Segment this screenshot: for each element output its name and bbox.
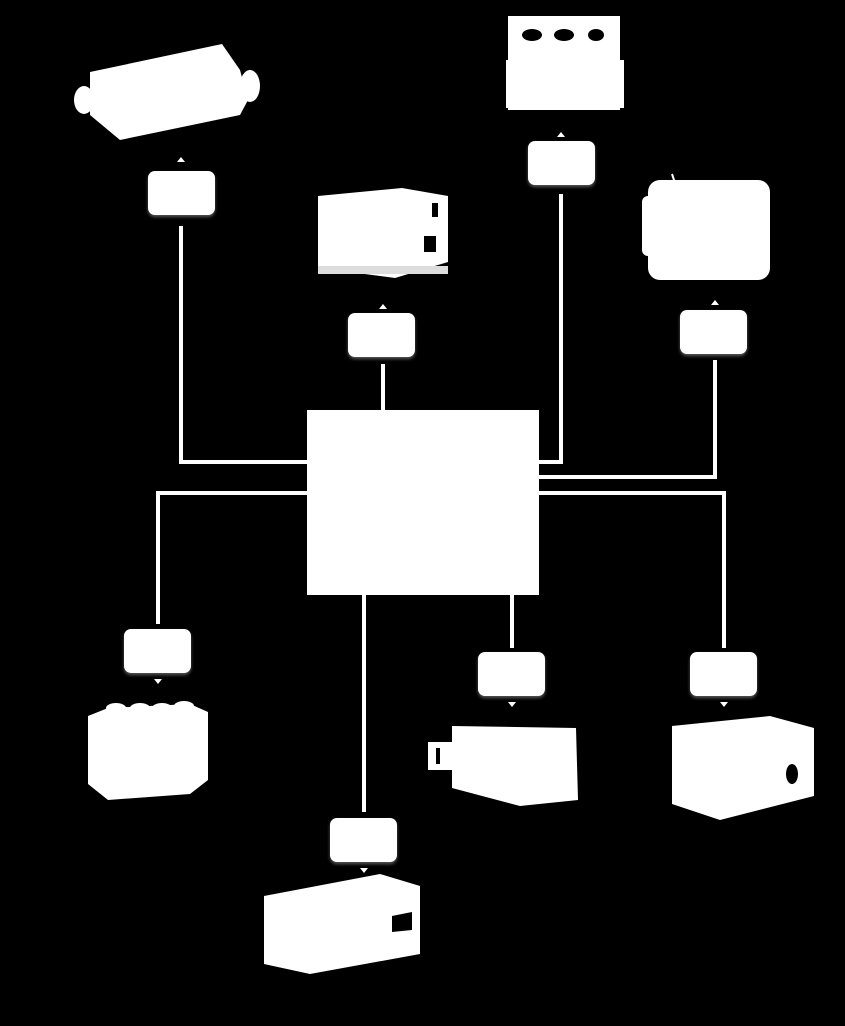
box-unit-icon [318, 188, 448, 278]
boxed-unit-with-port-icon [428, 726, 578, 806]
arrow-left-lower [154, 679, 162, 684]
node-right-upper [680, 310, 747, 354]
node-right-lower [690, 652, 757, 696]
arrow-bottom-center [360, 868, 368, 873]
connector-right-upper [539, 360, 717, 479]
cylindrical-unit-icon [74, 44, 260, 140]
node-top-left [148, 171, 215, 215]
arrow-center-lower [508, 702, 516, 707]
arrow-right-lower [720, 702, 728, 707]
connector-left-lower [156, 491, 307, 624]
box-unit-icon [264, 874, 420, 974]
large-box-unit-icon [672, 716, 814, 820]
node-bottom-center [330, 818, 397, 862]
node-center-lower [478, 652, 545, 696]
arrow-top-left [177, 157, 185, 162]
node-top-center [348, 313, 415, 357]
connector-top-right [539, 194, 563, 464]
arrow-top-right [557, 132, 565, 137]
node-top-right [528, 141, 595, 185]
arrow-right-upper [711, 300, 719, 305]
connector-right-lower [539, 491, 726, 648]
rounded-cabinet-unit-icon [642, 173, 770, 280]
small-cabinet-unit-icon [88, 701, 208, 800]
connector-top-left [179, 226, 307, 464]
node-left-lower [124, 629, 191, 673]
cabinet-unit-icon [506, 16, 624, 110]
arrow-top-center [379, 304, 387, 309]
central-unit [307, 410, 539, 595]
